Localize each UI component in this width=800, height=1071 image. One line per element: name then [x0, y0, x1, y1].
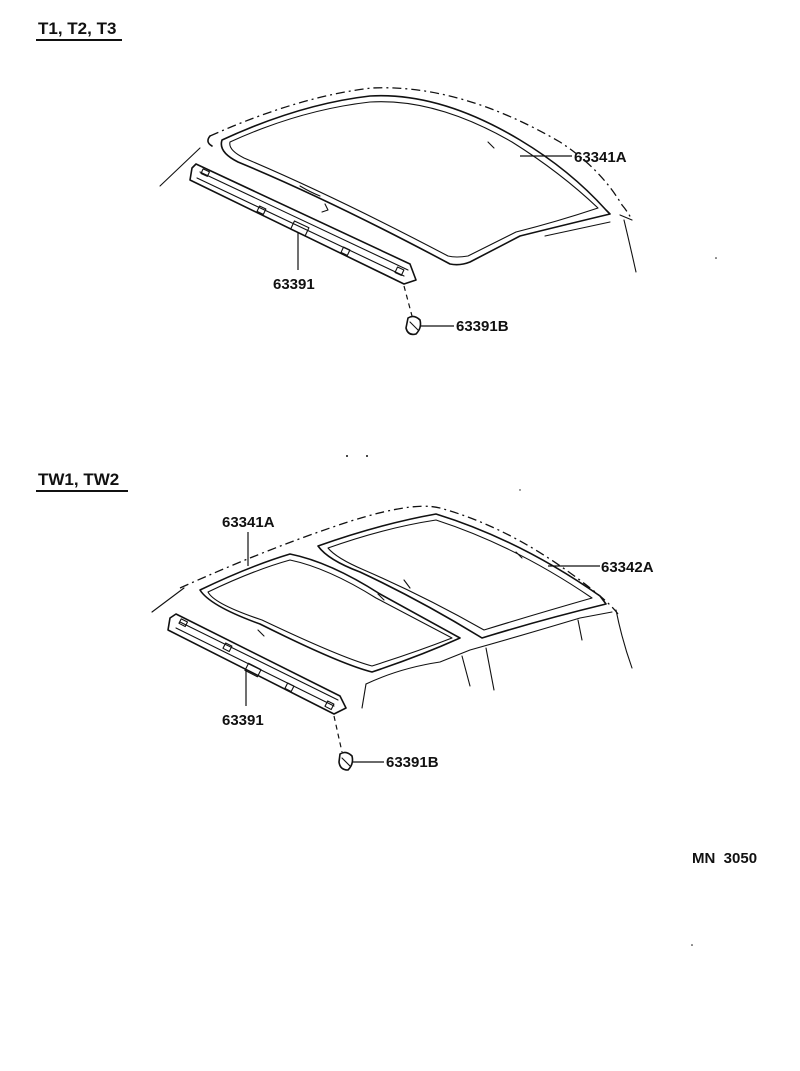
diagram-code: MN 3050	[692, 850, 757, 867]
scan-specks	[346, 257, 717, 946]
section-top: T1, T2, T3	[36, 19, 637, 336]
label-clip-bottom: 63391B	[386, 754, 439, 771]
roof-outline-top	[159, 87, 637, 273]
label-headliner-front-bottom: 63341A	[222, 514, 275, 531]
label-garnish-bottom: 63391	[222, 712, 264, 729]
label-clip-top: 63391B	[456, 318, 509, 335]
label-headliner-top: 63341A	[574, 149, 627, 166]
section-bottom: TW1, TW2	[36, 470, 654, 771]
section-title-bottom: TW1, TW2	[38, 470, 119, 489]
headliner-rear-bottom	[317, 513, 607, 639]
headliner-panel-top	[220, 94, 611, 266]
section-title-top: T1, T2, T3	[38, 19, 116, 38]
clip-part-top	[403, 285, 422, 336]
label-headliner-rear-bottom: 63342A	[601, 559, 654, 576]
roof-garnish-bottom	[167, 613, 347, 715]
clip-part-bottom	[333, 715, 354, 771]
roof-garnish-top	[189, 163, 417, 285]
label-garnish-top: 63391	[273, 276, 315, 293]
headliner-front-bottom	[199, 553, 461, 673]
